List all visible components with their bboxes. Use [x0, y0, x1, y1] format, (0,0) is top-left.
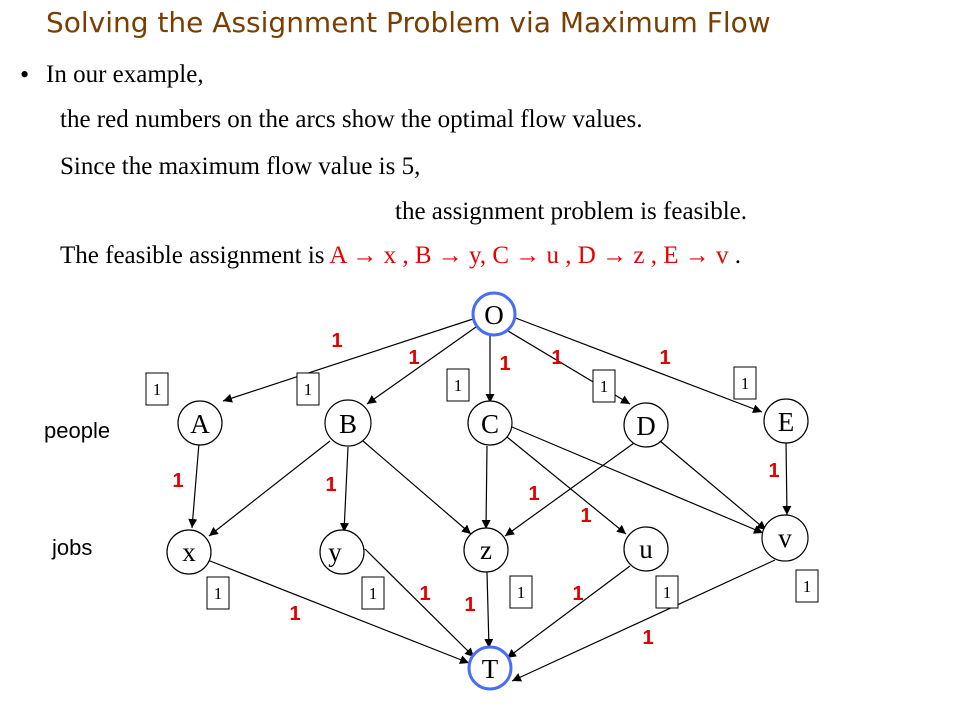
svg-text:1: 1	[803, 577, 812, 596]
svg-text:D: D	[636, 411, 656, 441]
svg-text:z: z	[480, 535, 492, 565]
svg-text:1: 1	[153, 380, 162, 399]
arc-C-z	[481, 445, 491, 530]
flow-label-u-T: 1	[572, 583, 583, 605]
flow-label-O-E: 1	[659, 347, 670, 369]
flow-label-A-x: 1	[172, 470, 183, 492]
arc-y-T	[364, 548, 475, 658]
jobs-label: jobs	[51, 535, 92, 560]
svg-text:1: 1	[214, 584, 223, 603]
capacity-box-v-T: 1	[795, 569, 819, 603]
arc-B-z	[362, 440, 472, 535]
text-line-5: The feasible assignment is A → x , B → y…	[60, 242, 741, 270]
assignment-suffix: .	[728, 242, 741, 269]
capacity-box-y-T: 1	[361, 576, 385, 610]
capacity-box-O-B: 1	[296, 372, 320, 406]
people-label: people	[44, 418, 110, 443]
text-line-1: In our example,	[46, 61, 204, 88]
flow-label-O-D: 1	[551, 347, 562, 369]
arc-C-u	[506, 436, 627, 535]
arc-B-x	[208, 440, 331, 537]
flow-label-D-z: 1	[528, 483, 539, 505]
node-x: x	[166, 529, 212, 575]
capacity-box-z-T: 1	[509, 575, 533, 609]
arc-O-B	[366, 326, 477, 405]
svg-text:1: 1	[517, 583, 526, 602]
flow-label-C-u: 1	[580, 505, 591, 527]
arc-z-T	[484, 571, 494, 649]
arc-E-v	[782, 440, 792, 516]
svg-text:1: 1	[454, 376, 463, 395]
node-D: D	[623, 402, 669, 448]
node-B: B	[324, 399, 372, 447]
assignment-list: A → x , B → y, C → u , D → z , E → v	[329, 242, 729, 269]
svg-text:C: C	[481, 409, 499, 439]
flow-label-O-C: 1	[499, 353, 510, 375]
flow-label-O-B: 1	[408, 347, 419, 369]
svg-text:1: 1	[663, 583, 672, 602]
node-O: O	[471, 291, 517, 337]
arc-D-v	[659, 440, 767, 531]
capacity-box-x-T: 1	[206, 576, 230, 610]
flow-label-y-T: 1	[419, 583, 430, 605]
node-y: y	[319, 529, 365, 575]
bullet-marker: •	[20, 60, 30, 89]
node-v: v	[761, 514, 809, 562]
node-E: E	[763, 398, 809, 444]
flow-label-E-v: 1	[768, 460, 779, 482]
node-C: C	[467, 400, 513, 446]
svg-text:u: u	[639, 534, 653, 564]
node-T: T	[467, 645, 513, 691]
flow-label-z-T: 1	[464, 594, 475, 616]
arc-B-y	[339, 446, 349, 533]
flow-label-v-T: 1	[642, 627, 653, 649]
svg-text:x: x	[182, 537, 196, 567]
svg-text:O: O	[484, 300, 504, 330]
svg-text:1: 1	[304, 380, 313, 399]
slide-title: Solving the Assignment Problem via Maxim…	[46, 6, 771, 39]
capacity-box-u-T: 1	[655, 575, 679, 609]
flow-label-x-T: 1	[289, 603, 300, 625]
arc-v-T	[511, 559, 776, 682]
svg-text:E: E	[778, 407, 795, 437]
arc-O-E	[512, 316, 763, 413]
text-line-2: the red numbers on the arcs show the opt…	[60, 106, 643, 133]
svg-text:v: v	[778, 523, 792, 553]
svg-text:1: 1	[741, 374, 750, 393]
svg-text:1: 1	[600, 377, 609, 396]
node-u: u	[623, 526, 669, 572]
flow-label-O-A: 1	[331, 330, 342, 352]
arc-O-A	[222, 318, 474, 403]
arc-D-z	[504, 442, 635, 537]
text-line-3: Since the maximum flow value is 5,	[60, 153, 421, 180]
arc-A-x	[188, 442, 200, 529]
node-A: A	[177, 400, 223, 446]
flow-label-B-y: 1	[325, 474, 336, 496]
arc-u-T	[506, 565, 631, 659]
svg-text:y: y	[328, 537, 342, 567]
svg-text:1: 1	[369, 584, 378, 603]
arc-C-v	[511, 426, 764, 534]
arc-x-T	[204, 558, 470, 664]
text-line-4: the assignment problem is feasible.	[395, 198, 748, 225]
node-z: z	[463, 527, 509, 573]
svg-text:B: B	[339, 409, 357, 439]
assignment-prefix: The feasible assignment is	[60, 242, 330, 269]
capacity-box-O-E: 1	[733, 366, 757, 400]
capacity-box-O-A: 1	[145, 372, 169, 406]
capacity-box-O-D: 1	[592, 369, 616, 403]
capacity-box-O-C: 1	[446, 368, 470, 402]
svg-text:A: A	[190, 409, 210, 439]
svg-text:T: T	[482, 654, 499, 684]
